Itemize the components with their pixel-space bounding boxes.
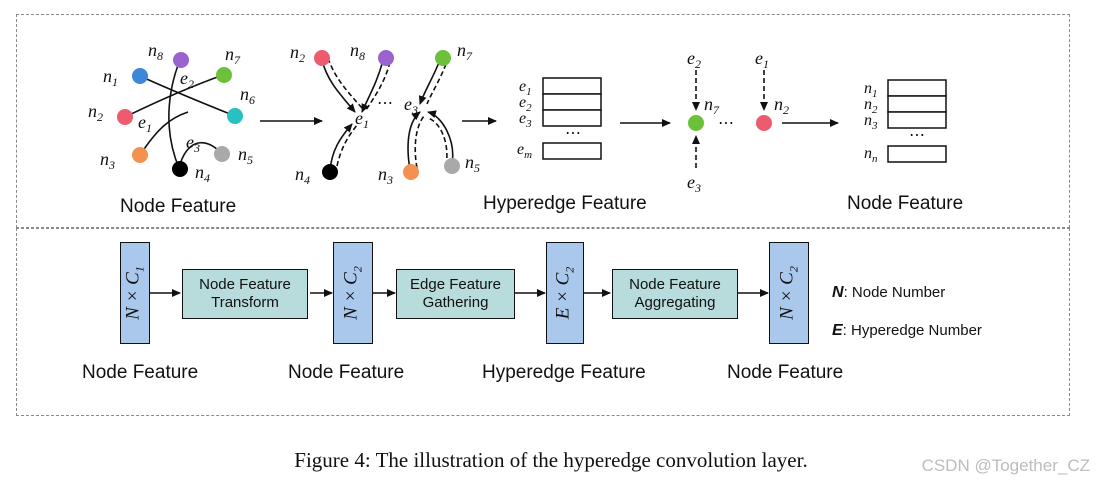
svg-text:e2: e2 [687, 48, 701, 71]
svg-text:n8: n8 [350, 40, 365, 63]
svg-text:e3: e3 [687, 172, 701, 195]
bottom-label-1: Node Feature [82, 362, 199, 383]
svg-text:e3: e3 [404, 94, 418, 117]
bottom-panel [16, 228, 1070, 416]
node-n2-c [756, 115, 772, 131]
node-n3-b [403, 164, 419, 180]
output-node-feature-label: Node Feature [847, 193, 964, 214]
node-n5 [214, 146, 230, 162]
block-n-c2-out: N × C2 [769, 242, 809, 344]
gather-diagram [321, 57, 454, 171]
aggregate-diagram: e2 e1 e3 n7 n2 ⋯ [687, 48, 789, 195]
svg-text:n5: n5 [465, 152, 480, 175]
node-n4-b [322, 164, 338, 180]
svg-text:n7: n7 [704, 94, 720, 117]
svg-text:n2: n2 [88, 101, 103, 124]
svg-text:n5: n5 [238, 144, 253, 167]
svg-text:n7: n7 [225, 44, 241, 67]
hyperedge-matrix: ⋯ e1 e2 e3 em [517, 77, 602, 161]
top-panel [16, 14, 1070, 228]
graph-node-feature-label: Node Feature [120, 196, 237, 217]
output-matrix: ⋯ n1 n2 n3 nn [864, 79, 947, 165]
legend-node-number: N: Node Number [832, 284, 946, 301]
svg-text:n3: n3 [378, 164, 393, 187]
svg-text:e1: e1 [138, 112, 152, 135]
node-n2-b [314, 50, 330, 66]
bottom-label-4: Node Feature [727, 362, 844, 383]
figure-caption: Figure 4: The illustration of the hypere… [294, 448, 808, 472]
node-n6 [227, 108, 243, 124]
watermark: CSDN @Together_CZ [921, 456, 1090, 475]
node-n8 [173, 52, 189, 68]
node-n7-b [435, 50, 451, 66]
svg-text:n2: n2 [774, 94, 789, 117]
svg-text:n7: n7 [457, 40, 473, 63]
svg-text:n6: n6 [240, 84, 255, 107]
svg-text:n1: n1 [103, 66, 118, 89]
bottom-label-2: Node Feature [288, 362, 405, 383]
gather-nodes [314, 50, 460, 180]
svg-text:n8: n8 [148, 40, 163, 63]
svg-text:e1: e1 [355, 108, 369, 131]
svg-text:⋯: ⋯ [909, 127, 925, 144]
node-n5-b [444, 158, 460, 174]
svg-text:e1: e1 [755, 48, 769, 71]
graph-nodes [117, 52, 243, 177]
svg-text:em: em [517, 141, 532, 161]
bottom-label-3: Hyperedge Feature [482, 362, 646, 383]
block-n-c1: N × C1 [120, 242, 150, 344]
svg-text:e3: e3 [186, 132, 200, 155]
node-n2 [117, 109, 133, 125]
svg-text:⋯: ⋯ [565, 125, 581, 142]
svg-text:n3: n3 [100, 149, 115, 172]
graph-edges [124, 59, 236, 169]
svg-text:nn: nn [864, 145, 878, 165]
block-n-c2: N × C2 [333, 242, 373, 344]
node-n8-b [378, 50, 394, 66]
svg-text:n4: n4 [195, 162, 210, 185]
svg-text:⋯: ⋯ [718, 115, 734, 132]
block-e-c2: E × C2 [546, 242, 584, 344]
svg-text:n4: n4 [295, 164, 310, 187]
node-n4 [172, 161, 188, 177]
node-n3 [132, 147, 148, 163]
svg-text:e2: e2 [180, 68, 194, 91]
legend-hyperedge-number: E: Hyperedge Number [832, 322, 982, 339]
node-n7 [216, 67, 232, 83]
hyperedge-feature-label: Hyperedge Feature [483, 193, 647, 214]
svg-text:n2: n2 [290, 42, 305, 65]
svg-text:⋯: ⋯ [377, 95, 393, 112]
graph-labels: n1 n8 n7 n6 n2 n3 n4 n5 e2 e1 e3 [88, 40, 255, 185]
node-n7-c [688, 115, 704, 131]
node-n1 [132, 68, 148, 84]
